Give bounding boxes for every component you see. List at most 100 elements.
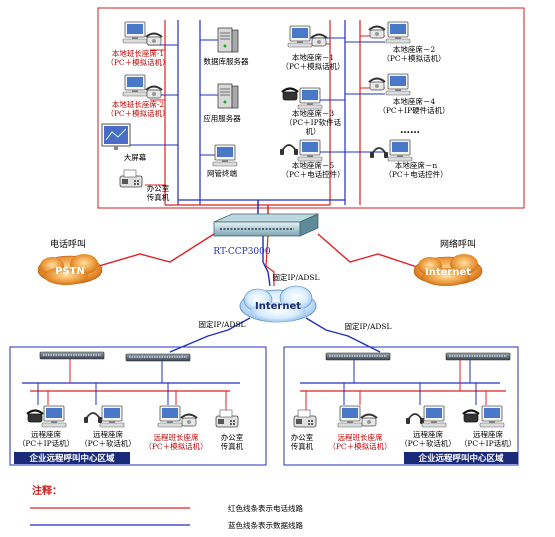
- phone-icon: [368, 77, 386, 91]
- pc-icon: [421, 405, 447, 428]
- legend-red-label: 红色线条表示电话线路: [228, 503, 303, 513]
- node-label-line1: 大屏幕: [124, 152, 147, 162]
- remote-right-node-4: 远程座席 （PC＋IP话机）: [460, 405, 516, 448]
- node-label-line2: （PC＋软话机）: [400, 438, 456, 448]
- node-label-line1: 本地座席－2: [393, 44, 435, 54]
- node-label-line1: 远程座席: [31, 429, 61, 439]
- phone-icon: [461, 409, 481, 424]
- legend-blue-label: 蓝色线条表示数据线路: [228, 520, 303, 530]
- remote-left-node-2: 远程座席 （PC＋软话机）: [80, 405, 136, 448]
- node-label-line2: （PC＋IP话机）: [460, 438, 516, 448]
- node-label-line1: 办公室: [221, 432, 244, 442]
- node-label-line1: 远程班长座席: [154, 432, 199, 442]
- network-call-label: 网络呼叫: [440, 238, 476, 250]
- hq-left-node-1: 本地班长座席-1 （PC＋模拟话机）: [106, 21, 170, 67]
- node-label-line1: 本地座席－1: [292, 52, 334, 62]
- node-label-line2: （PC＋模拟话机）: [328, 441, 391, 451]
- remote-right-node-2: 远程班长座席 （PC＋模拟话机）: [328, 405, 392, 451]
- hq-region-frame: [97, 7, 525, 209]
- remote-left-node-3: 远程班长座席 （PC＋模拟话机）: [144, 405, 208, 451]
- node-label-line1: 远程班长座席: [338, 432, 383, 442]
- phone-icon: [180, 413, 198, 427]
- headset-icon: [83, 412, 103, 424]
- pc-icon: [212, 144, 238, 167]
- switch-icon: [325, 352, 391, 361]
- node-label-line2: （PC＋模拟话机）: [106, 57, 169, 67]
- internet-cloud-right: Internet: [413, 254, 483, 286]
- remote-right-title-bg: [404, 452, 518, 464]
- pstn-cloud: PSTN: [37, 254, 103, 285]
- node-label-line2: （PC＋IP话机）: [18, 438, 74, 448]
- pc-icon: [297, 139, 323, 162]
- pc-icon: [287, 25, 313, 48]
- phone-call-label: 电话呼叫: [50, 238, 86, 250]
- hq-right-inner-node-1: 本地座席－1 （PC＋模拟话机）: [281, 25, 345, 71]
- node-label-line1: 远程座席: [93, 429, 123, 439]
- node-label-line1: 本地班长座席-2: [112, 99, 165, 109]
- fax-icon: [293, 409, 317, 428]
- hq-right-inner-node-5: 本地座席－5 （PC＋电话控件）: [279, 139, 345, 179]
- node-label-line2: （PC＋软话机）: [80, 438, 136, 448]
- internet-cloud-center: Internet: [239, 285, 317, 323]
- pc-icon: [387, 139, 413, 162]
- hq-center-node-db-server: 数据库服务器: [204, 27, 249, 66]
- link-right-label: 固定IP/ADSL: [344, 321, 391, 331]
- node-label-line2: （PC＋IP硬件话机）: [378, 105, 449, 115]
- fax-icon: [215, 409, 239, 428]
- hq-left-node-4: 办公室 传真机: [119, 169, 170, 202]
- phone-icon: [25, 409, 45, 424]
- hq-center-node-nms: 网管终端: [207, 144, 238, 178]
- switch-icon: [125, 353, 191, 362]
- internet-right-label: Internet: [425, 267, 471, 278]
- node-label-line1: 本地座席－5: [292, 160, 334, 170]
- pc-icon: [337, 405, 363, 428]
- legend-title: 注释：: [32, 484, 62, 497]
- node-label-line2: （PC＋IP软件话: [285, 117, 342, 127]
- node-label-line2: （PC＋模拟话机）: [106, 108, 169, 118]
- node-label-line1: 本地座席－n: [395, 160, 437, 170]
- pc-icon: [157, 405, 183, 428]
- node-label: 数据库服务器: [204, 56, 249, 66]
- phone-icon: [280, 87, 300, 102]
- node-label-line2: （PC＋电话控件）: [384, 169, 447, 179]
- pc-icon: [41, 405, 67, 428]
- node-label-line2: （PC＋模拟话机）: [281, 61, 344, 71]
- pc-icon: [122, 21, 148, 44]
- device-label: RT-CCP3000: [213, 247, 271, 257]
- node-label-line2: （PC＋模拟话机）: [382, 53, 445, 63]
- fax-icon: [119, 169, 143, 188]
- hq-center-node-app-server: 应用服务器: [203, 83, 241, 123]
- headset-icon: [279, 144, 299, 156]
- hq-right-outer-node-4: 本地座席－4 （PC＋IP硬件话机）: [368, 73, 450, 115]
- node-label-line3: 机）: [306, 126, 321, 136]
- remote-right-node-1: 办公室 传真机: [291, 409, 317, 451]
- headset-icon: [369, 147, 389, 159]
- hq-right-inner-node-3: 本地座席－3 （PC＋IP软件话 机）: [280, 87, 342, 136]
- hq-right-outer-ellipsis: ……: [400, 125, 420, 136]
- rt-ccp3000-device: [213, 213, 319, 237]
- server-icon: [217, 83, 239, 109]
- hq-left-node-2: 本地班长座席-2 （PC＋模拟话机）: [106, 74, 170, 118]
- phone-icon: [145, 85, 163, 99]
- node-label-line1: 本地班长座席-1: [112, 48, 164, 58]
- phone-icon: [368, 25, 386, 39]
- pc-icon: [479, 405, 505, 428]
- node-label-line2: 传真机: [147, 192, 170, 202]
- pc-icon: [122, 74, 148, 97]
- switch-icon: [445, 352, 511, 361]
- pstn-label: PSTN: [55, 266, 85, 277]
- link-top-label: 固定IP/ADSL: [272, 272, 319, 282]
- remote-left-title: 企业远程呼叫中心区域: [28, 453, 115, 464]
- phone-icon: [310, 33, 328, 47]
- node-label-line1: 本地座席－3: [292, 108, 334, 118]
- node-label-line2: 传真机: [221, 441, 244, 451]
- pc-icon: [99, 405, 125, 428]
- hq-right-outer-node-2: 本地座席－2 （PC＋模拟话机）: [368, 21, 446, 63]
- node-label-line2: 传真机: [291, 441, 314, 451]
- phone-icon: [360, 413, 378, 427]
- internet-center-label: Internet: [255, 301, 301, 312]
- node-label-line2: （PC＋电话控件）: [281, 169, 344, 179]
- node-label: 网管终端: [207, 168, 237, 178]
- remote-right-node-3: 远程座席 （PC＋软话机）: [400, 405, 456, 448]
